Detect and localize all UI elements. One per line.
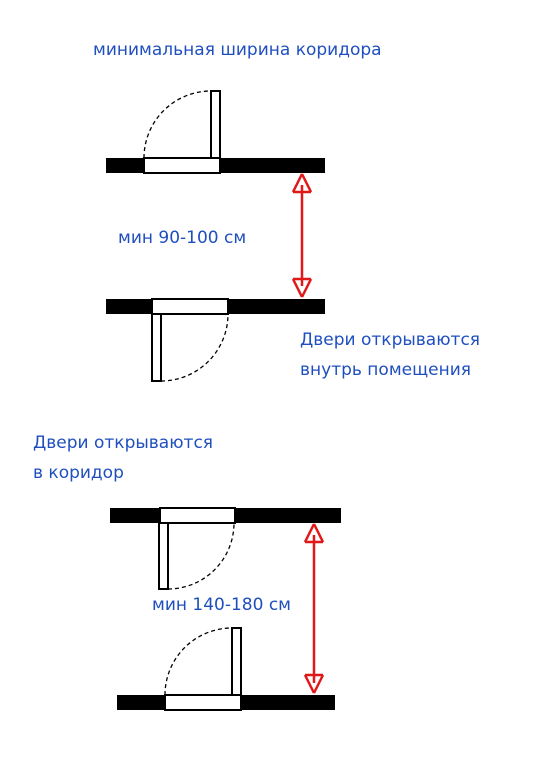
upper-wall — [106, 157, 325, 174]
lower-door-2-swing-arc — [164, 627, 233, 696]
upper-wall-right-segment — [220, 158, 325, 173]
lower-wall-2-right-segment — [241, 695, 335, 710]
upper-wall-2 — [110, 507, 341, 524]
lower-door-leaf — [151, 313, 162, 382]
upper-door-2-threshold — [159, 507, 236, 524]
upper-door-leaf — [210, 90, 221, 159]
upper-door-swing-arc — [143, 90, 212, 159]
diagram-2-note-line-2: в коридор — [33, 463, 124, 483]
lower-door-2-leaf — [231, 627, 242, 696]
diagram-1 — [106, 90, 325, 382]
upper-wall-2-left-segment — [110, 508, 160, 523]
diagram-2-note-line-1: Двери открываются — [33, 433, 214, 453]
diagram-2-dimension-label: мин 140-180 см — [152, 595, 291, 615]
diagram-1-dimension-label: мин 90-100 см — [118, 228, 247, 248]
diagram-1-title: минимальная ширина коридора — [93, 40, 382, 60]
diagram-1-note-line-2: внутрь помещения — [300, 360, 471, 380]
lower-door-swing-arc — [160, 313, 229, 382]
upper-wall-left-segment — [106, 158, 144, 173]
lower-door-2-threshold — [164, 694, 242, 711]
lower-wall-2 — [117, 694, 335, 711]
diagram-2 — [110, 507, 341, 711]
lower-wall-2-left-segment — [117, 695, 165, 710]
upper-door-2-swing-arc — [167, 522, 235, 590]
lower-door-threshold — [151, 298, 229, 315]
width-dimension-arrow-2 — [303, 523, 325, 694]
upper-door-2-leaf — [158, 522, 169, 590]
diagram-2-note: Двери открываются в коридор — [33, 428, 213, 488]
lower-wall-right-segment — [228, 299, 325, 314]
diagram-1-note-line-1: Двери открываются — [300, 330, 481, 350]
diagram-1-note: Двери открываются внутрь помещения — [300, 325, 480, 385]
lower-wall-left-segment — [106, 299, 152, 314]
width-dimension-arrow-1 — [291, 173, 313, 298]
lower-wall — [106, 298, 325, 315]
upper-door-threshold — [143, 157, 221, 174]
upper-wall-2-right-segment — [235, 508, 341, 523]
